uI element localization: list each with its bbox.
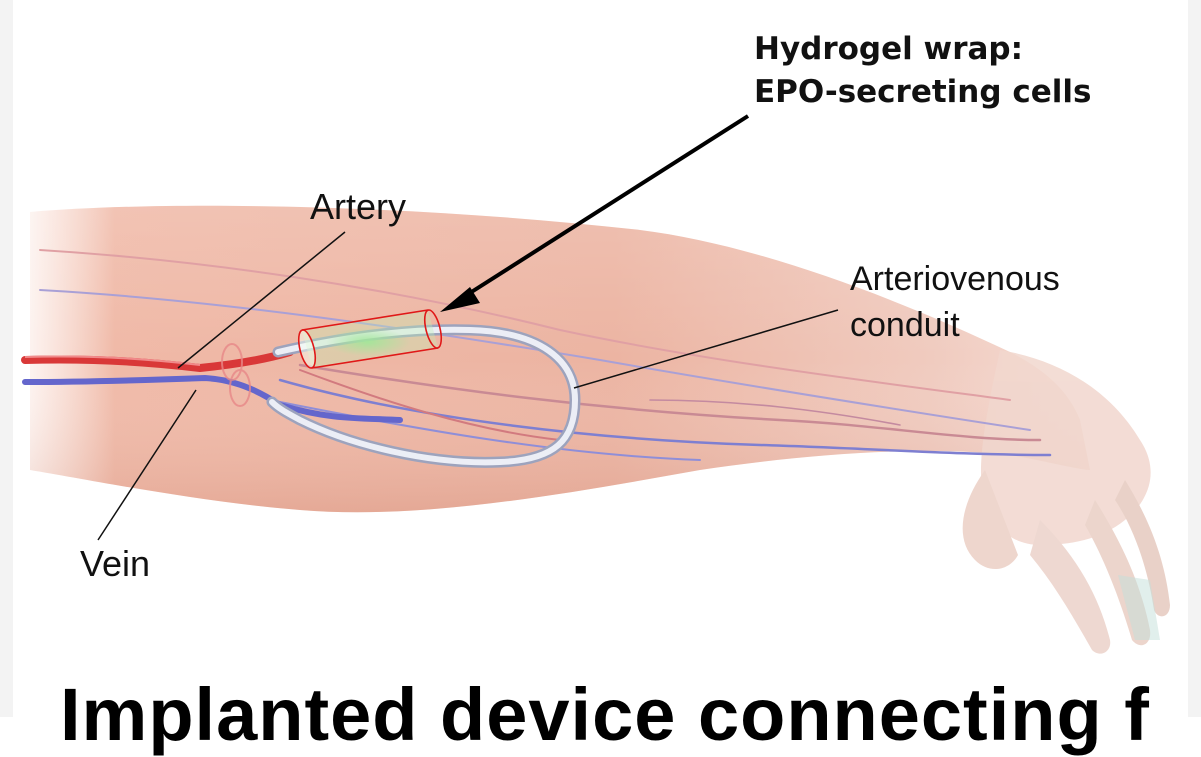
- artery-label: Artery: [310, 186, 406, 228]
- figure-frame: Artery Vein Arteriovenous conduit Hydrog…: [0, 0, 1201, 717]
- av-conduit-label-line1: Arteriovenous: [850, 257, 1060, 303]
- av-conduit-label-line2: conduit: [850, 303, 1060, 349]
- figure-caption: Implanted device connecting f: [60, 672, 1150, 757]
- hydrogel-label: Hydrogel wrap: EPO-secreting cells: [754, 28, 1091, 114]
- vein-label: Vein: [80, 543, 150, 585]
- hand: [963, 350, 1170, 654]
- hydrogel-label-line2: EPO-secreting cells: [754, 71, 1091, 114]
- av-conduit-label: Arteriovenous conduit: [850, 257, 1060, 349]
- hydrogel-label-line1: Hydrogel wrap:: [754, 28, 1091, 71]
